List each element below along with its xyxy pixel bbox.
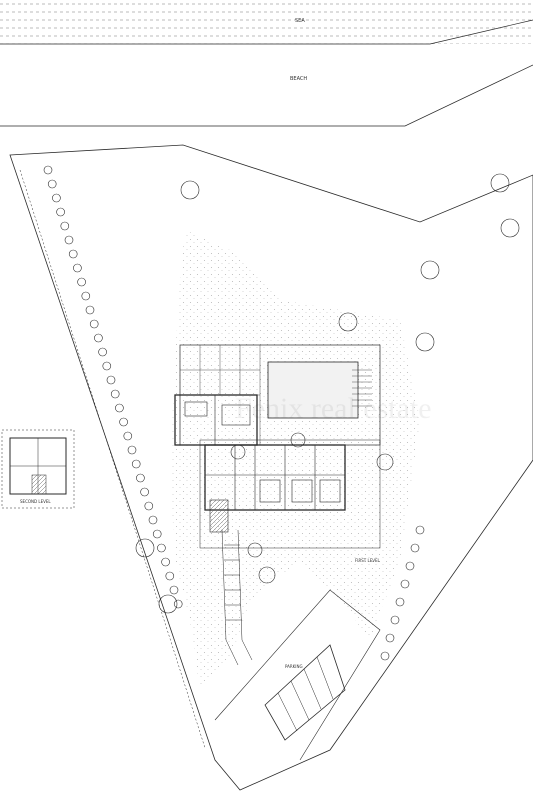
tree-symbol bbox=[173, 599, 183, 609]
tree-symbol bbox=[380, 651, 390, 661]
tree-symbol bbox=[85, 305, 95, 315]
trees-layer bbox=[43, 165, 520, 661]
tree-symbol bbox=[395, 597, 405, 607]
tree-symbol bbox=[165, 571, 175, 581]
tree-symbol bbox=[106, 375, 116, 385]
tree-symbol bbox=[376, 453, 394, 471]
tree-symbol bbox=[47, 179, 57, 189]
tree-symbol bbox=[148, 515, 158, 525]
sea-label: SEA bbox=[295, 18, 305, 24]
tree-symbol bbox=[161, 557, 170, 567]
tree-symbol bbox=[144, 501, 154, 511]
sea-area: SEA bbox=[0, 0, 533, 45]
tree-symbol bbox=[56, 207, 65, 217]
tree-symbol bbox=[64, 235, 74, 245]
tree-symbol bbox=[158, 594, 178, 614]
tree-symbol bbox=[157, 543, 166, 553]
tree-symbol bbox=[115, 403, 124, 413]
tree-symbol bbox=[43, 165, 53, 175]
tree-symbol bbox=[420, 260, 440, 280]
beach-area: BEACH bbox=[0, 64, 533, 127]
entrance-path bbox=[221, 529, 253, 666]
second-level-inset: SECOND LEVEL bbox=[1, 429, 75, 509]
tree-symbol bbox=[400, 579, 410, 589]
tree-symbol bbox=[490, 173, 510, 193]
tree-symbol bbox=[52, 193, 61, 203]
tree-symbol bbox=[131, 459, 141, 469]
tree-symbol bbox=[102, 361, 112, 371]
tree-symbol bbox=[68, 249, 78, 259]
tree-symbol bbox=[123, 431, 133, 441]
property-boundary bbox=[9, 144, 533, 791]
pool-steps bbox=[352, 369, 372, 407]
tree-symbol bbox=[405, 561, 415, 571]
tree-symbol bbox=[135, 538, 155, 558]
tree-symbol bbox=[180, 180, 200, 200]
tree-symbol bbox=[73, 263, 82, 273]
tree-symbol bbox=[390, 615, 400, 625]
tree-symbol bbox=[500, 218, 520, 238]
tree-symbol bbox=[110, 389, 120, 399]
tree-symbol bbox=[247, 542, 263, 558]
tree-symbol bbox=[415, 525, 425, 535]
tree-symbol bbox=[98, 347, 107, 357]
second-level-label: SECOND LEVEL bbox=[20, 499, 51, 504]
pool bbox=[267, 361, 359, 419]
tree-symbol bbox=[152, 529, 162, 539]
tree-symbol bbox=[410, 543, 420, 553]
tree-symbol bbox=[127, 445, 137, 455]
parking-boundary bbox=[214, 589, 381, 761]
tree-symbol bbox=[385, 633, 395, 643]
tree-symbol bbox=[415, 332, 435, 352]
tree-symbol bbox=[338, 312, 358, 332]
tree-symbol bbox=[169, 585, 179, 595]
boundary-secondary-line bbox=[19, 169, 206, 749]
first-level-label: FIRST LEVEL bbox=[355, 558, 381, 563]
house-interior-walls bbox=[184, 395, 345, 510]
house-bedroom-wing bbox=[204, 444, 346, 511]
tree-symbol bbox=[290, 432, 306, 448]
tree-symbol bbox=[136, 473, 145, 483]
tree-symbol bbox=[89, 319, 99, 329]
tree-symbol bbox=[94, 333, 103, 343]
tree-symbol bbox=[81, 291, 91, 301]
tree-symbol bbox=[258, 566, 276, 584]
tree-symbol bbox=[119, 417, 128, 427]
house-stair-hatch bbox=[209, 499, 229, 533]
terrace-grid bbox=[180, 345, 261, 445]
tree-symbol bbox=[60, 221, 70, 231]
beach-label: BEACH bbox=[290, 76, 307, 82]
watermark: Fenix real estate bbox=[235, 392, 432, 425]
garden-stipple bbox=[170, 230, 420, 690]
parking-lot: PARKING bbox=[264, 644, 346, 741]
first-level-boundary bbox=[199, 439, 381, 549]
tree-symbol bbox=[140, 487, 149, 497]
tree-symbol bbox=[77, 277, 86, 287]
parking-label: PARKING bbox=[285, 664, 303, 669]
